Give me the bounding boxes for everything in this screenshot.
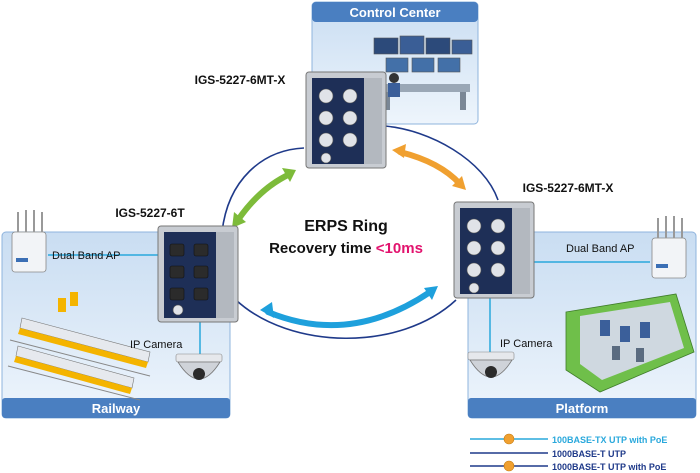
railway-signal-icon [58, 298, 66, 312]
poe-icon [503, 460, 515, 472]
railway-title: Railway [92, 401, 141, 416]
camera-label-right: IP Camera [500, 338, 553, 350]
recovery-time-value: <10ms [376, 240, 423, 257]
control-center-title: Control Center [350, 5, 441, 20]
device-label-top: IGS-5227-6MT-X [195, 73, 286, 87]
blue-arrow [260, 286, 438, 329]
ap-label-left: Dual Band AP [52, 250, 121, 262]
device-label-right: IGS-5227-6MT-X [523, 181, 614, 195]
camera-label-left: IP Camera [130, 339, 183, 351]
ring-links [48, 83, 650, 360]
ip-camera-right-icon [467, 351, 515, 378]
ap-label-right: Dual Band AP [566, 243, 635, 255]
station-platform-icon [565, 293, 695, 393]
control-center-header [312, 2, 478, 22]
access-point-right-icon [651, 216, 687, 279]
orange-arrow [392, 144, 466, 190]
platform-title: Platform [556, 401, 609, 416]
legend-item-100base-tx-poe: 100BASE-TX UTP with PoE [470, 433, 667, 445]
ring-title: ERPS Ring [304, 218, 388, 235]
svg-text:1000BASE-T UTP: 1000BASE-T UTP [552, 449, 626, 459]
legend-item-1000base-t-poe: 1000BASE-T UTP with PoE [470, 460, 666, 472]
device-label-left: IGS-5227-6T [115, 206, 185, 220]
poe-icon [503, 433, 515, 445]
train-icon [7, 292, 151, 401]
green-arrow [232, 168, 296, 228]
legend-item-1000base-t: 1000BASE-T UTP [470, 449, 626, 459]
control-room-monitors-icon [373, 35, 473, 110]
access-point-left-icon [11, 210, 47, 273]
railway-footer [2, 398, 230, 418]
switch-top-igs-5227-6mt-x [305, 71, 387, 169]
recovery-time-prefix: Recovery time [269, 240, 376, 257]
recovery-time-text: Recovery time <10ms [269, 240, 423, 257]
legend: 100BASE-TX UTP with PoE 1000BASE-T UTP 1… [470, 433, 667, 472]
platform-footer [468, 398, 696, 418]
svg-text:100BASE-TX UTP with PoE: 100BASE-TX UTP with PoE [552, 435, 667, 445]
switch-left-igs-5227-6t [157, 225, 239, 323]
ip-camera-left-icon [175, 353, 223, 380]
svg-text:1000BASE-T UTP with PoE: 1000BASE-T UTP with PoE [552, 462, 666, 472]
switch-right-igs-5227-6mt-x [453, 201, 535, 299]
